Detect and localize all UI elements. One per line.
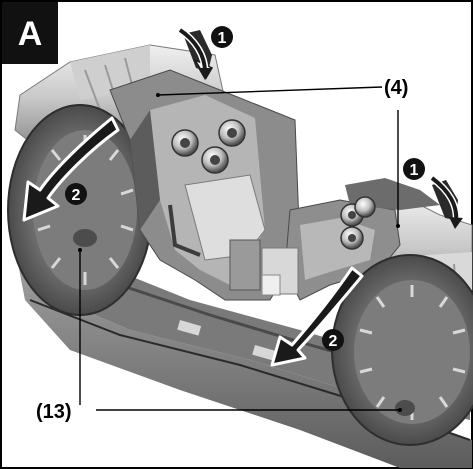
svg-text:1: 1 xyxy=(218,30,227,47)
svg-text:2: 2 xyxy=(72,187,81,204)
leader-dot xyxy=(156,93,160,97)
panel-letter-badge: A xyxy=(2,2,58,64)
slide-arrow-left-icon xyxy=(22,116,120,222)
leader-lines xyxy=(79,86,400,411)
step-badge-1-top: 1 xyxy=(211,26,233,48)
screw-set-left xyxy=(171,119,246,174)
panel-letter: A xyxy=(18,15,43,53)
svg-text:1: 1 xyxy=(410,162,419,179)
lever-press-arrow-right-icon xyxy=(429,175,463,229)
lever-right xyxy=(432,180,458,220)
step-badge-1-right: 1 xyxy=(403,158,425,180)
screw-set-right xyxy=(340,196,376,250)
slide-arrow-right-icon xyxy=(270,266,364,367)
callout-guide: (4) xyxy=(384,77,408,99)
svg-text:2: 2 xyxy=(329,333,338,350)
callout-plate: (13) xyxy=(36,401,72,423)
lever-press-arrow-icon xyxy=(177,27,212,80)
step-badge-2-left: 2 xyxy=(65,183,87,205)
leader-dot xyxy=(396,224,400,228)
leader-dot xyxy=(78,248,82,252)
leader-dot xyxy=(398,408,402,412)
step-badge-2-right: 2 xyxy=(322,329,344,351)
right-wheel xyxy=(331,254,473,446)
